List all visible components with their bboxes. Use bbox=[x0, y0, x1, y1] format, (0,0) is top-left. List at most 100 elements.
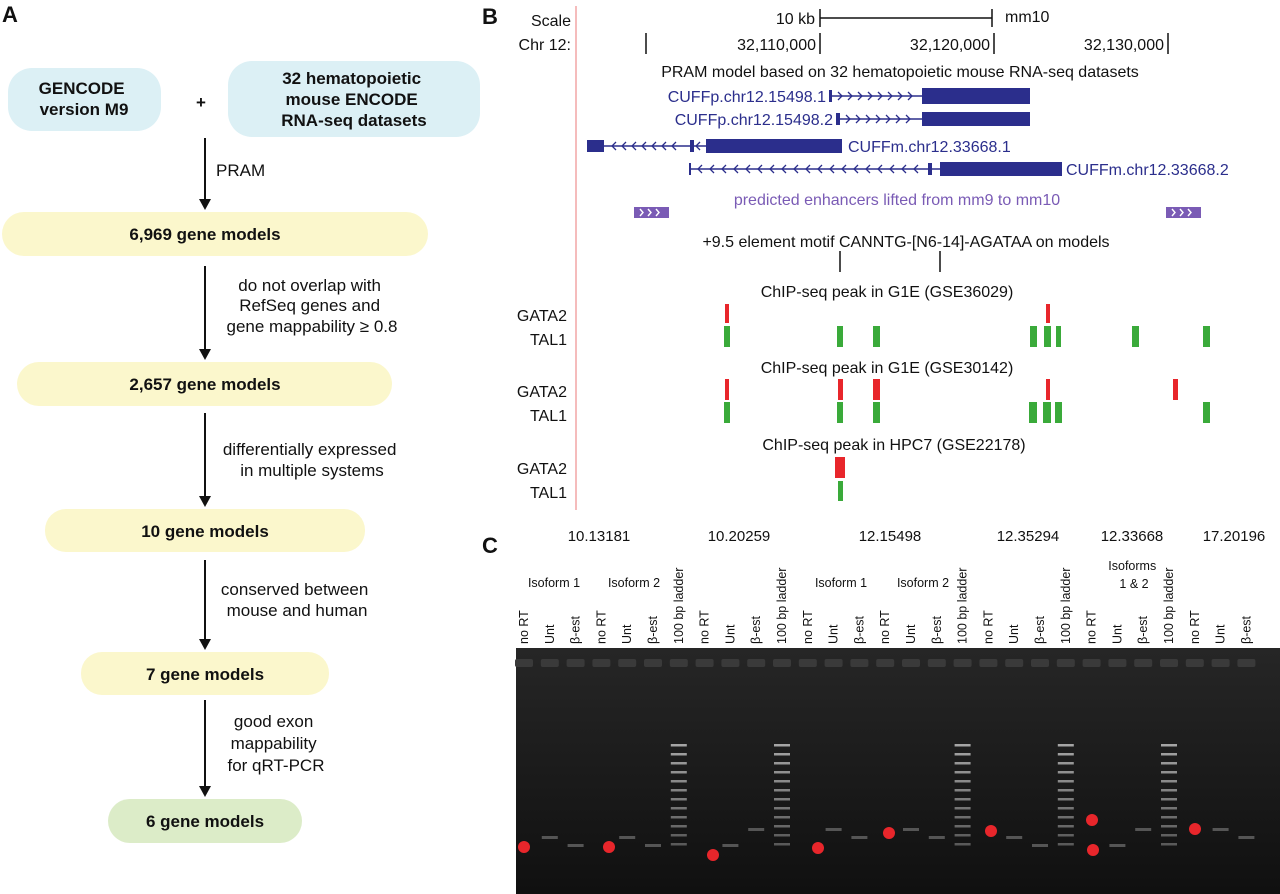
lane-label: Unt bbox=[827, 624, 841, 644]
gel-well bbox=[592, 659, 611, 667]
gel-well bbox=[540, 659, 559, 667]
ladder-band bbox=[774, 807, 790, 810]
result-box-6969 bbox=[2, 212, 428, 256]
lane-label: 100 bp ladder bbox=[1162, 568, 1176, 644]
lane-label: β-est bbox=[930, 615, 944, 644]
ladder-band bbox=[774, 834, 790, 837]
transcript-15498-2 bbox=[836, 112, 1030, 126]
result-box-10 bbox=[45, 509, 365, 552]
chip-track-2-gata2: GATA2 bbox=[517, 384, 567, 401]
ladder-band bbox=[1161, 816, 1177, 819]
ladder-band bbox=[1057, 807, 1074, 810]
product-marker bbox=[1189, 823, 1201, 835]
gel-well bbox=[695, 659, 714, 667]
assembly-label: mm10 bbox=[1005, 9, 1050, 26]
chip-track-3-peaks bbox=[835, 457, 845, 501]
panel-c: C 10.13181 10.20259 12.15498 12.35294 12… bbox=[482, 528, 1280, 894]
transcript-33668-2 bbox=[689, 162, 1062, 176]
gel-well bbox=[1134, 659, 1153, 667]
ladder-band bbox=[1057, 762, 1074, 765]
pcr-band bbox=[825, 828, 842, 831]
gel-well bbox=[721, 659, 740, 667]
ladder-band bbox=[774, 798, 790, 801]
ladder-band bbox=[670, 762, 687, 765]
panel-b-letter: B bbox=[482, 4, 498, 29]
gencode-label: GENCODE version M9 bbox=[39, 79, 130, 119]
ladder-band bbox=[1161, 798, 1177, 801]
pcr-band bbox=[1032, 844, 1048, 847]
motif-marks bbox=[839, 251, 941, 272]
result-6: 6 gene models bbox=[146, 812, 264, 831]
gel-well bbox=[1108, 659, 1127, 667]
gel-well bbox=[902, 659, 920, 667]
result-box-2657 bbox=[17, 362, 392, 406]
gel-well bbox=[953, 659, 972, 667]
enhancer-blocks bbox=[634, 207, 1201, 218]
gel-well bbox=[1160, 659, 1178, 667]
panel-b: B Scale 10 kb mm10 Chr 12: 32,110,000 32… bbox=[482, 4, 1229, 510]
ladder-band bbox=[954, 762, 971, 765]
gel-image bbox=[516, 648, 1280, 894]
ladder-band bbox=[1161, 753, 1177, 756]
panel-a: A GENCODE version M9 + 32 hematopoietic … bbox=[2, 2, 480, 843]
plus-sign: + bbox=[196, 93, 206, 112]
ladder-band bbox=[774, 780, 790, 783]
ladder-band bbox=[1161, 825, 1177, 828]
gel-well bbox=[515, 659, 533, 667]
gene-id-1: 10.13181 bbox=[568, 528, 631, 545]
ladder-band bbox=[774, 789, 790, 792]
lane-labels: no RT Unt β-est no RT Unt β-est 100 bp ladder n… bbox=[517, 568, 1253, 644]
ladder-band bbox=[954, 825, 971, 828]
motif-track-title: +9.5 element motif CANNTG-[N6-14]-AGATAA… bbox=[702, 234, 1109, 251]
lane-label: no RT bbox=[981, 610, 995, 644]
ladder-band bbox=[954, 789, 971, 792]
transcript-label-1: CUFFp.chr12.15498.1 bbox=[668, 89, 826, 106]
result-10: 10 gene models bbox=[141, 522, 269, 541]
flow-arrows bbox=[199, 138, 211, 797]
pcr-band bbox=[722, 844, 739, 847]
lane-label: β-est bbox=[646, 615, 660, 644]
pcr-band bbox=[619, 836, 636, 839]
ladder-band bbox=[774, 816, 790, 819]
gel-well bbox=[1082, 659, 1101, 667]
lane-label: no RT bbox=[698, 610, 712, 644]
scale-bar-label: 10 kb bbox=[776, 11, 815, 28]
gel-well bbox=[644, 659, 662, 667]
ladder-band bbox=[670, 825, 687, 828]
ladder-band bbox=[1057, 771, 1074, 774]
pcr-band bbox=[1212, 828, 1229, 831]
ladder-band bbox=[954, 798, 971, 801]
ladder-band bbox=[1057, 753, 1074, 756]
lane-label: Unt bbox=[543, 624, 557, 644]
pcr-band bbox=[1135, 828, 1152, 831]
product-marker bbox=[1086, 814, 1098, 826]
pcr-band bbox=[928, 836, 945, 839]
lane-label: 100 bp ladder bbox=[672, 568, 686, 644]
isoforms-both-label: Isoforms 1 & 2 bbox=[1108, 559, 1159, 591]
transcript-33668-1 bbox=[587, 139, 842, 153]
gel-well bbox=[1031, 659, 1049, 667]
lane-label: β-est bbox=[852, 615, 866, 644]
scale-bar bbox=[819, 9, 993, 27]
chip-track-2-peaks bbox=[724, 379, 1210, 423]
panel-a-letter: A bbox=[2, 2, 18, 27]
pcr-band bbox=[645, 844, 661, 847]
pcr-band bbox=[903, 828, 919, 831]
lane-label: no RT bbox=[878, 610, 892, 644]
transcript-label-3: CUFFm.chr12.33668.1 bbox=[848, 139, 1011, 156]
lane-label: β-est bbox=[1136, 615, 1150, 644]
gel-well bbox=[979, 659, 998, 667]
gel-well bbox=[824, 659, 843, 667]
tick-label-3: 32,130,000 bbox=[1084, 37, 1164, 54]
ladder-band bbox=[670, 753, 687, 756]
tick-label-1: 32,110,000 bbox=[737, 37, 816, 54]
ladder-band bbox=[670, 816, 687, 819]
tick-label-2: 32,120,000 bbox=[910, 37, 990, 54]
enhancer-track-title: predicted enhancers lifted from mm9 to m… bbox=[734, 192, 1060, 209]
gene-id-4: 12.35294 bbox=[997, 528, 1060, 545]
lane-label: no RT bbox=[517, 610, 531, 644]
lane-label: β-est bbox=[749, 615, 763, 644]
product-marker bbox=[603, 841, 615, 853]
ladder-band bbox=[670, 807, 687, 810]
ladder-band bbox=[670, 789, 687, 792]
